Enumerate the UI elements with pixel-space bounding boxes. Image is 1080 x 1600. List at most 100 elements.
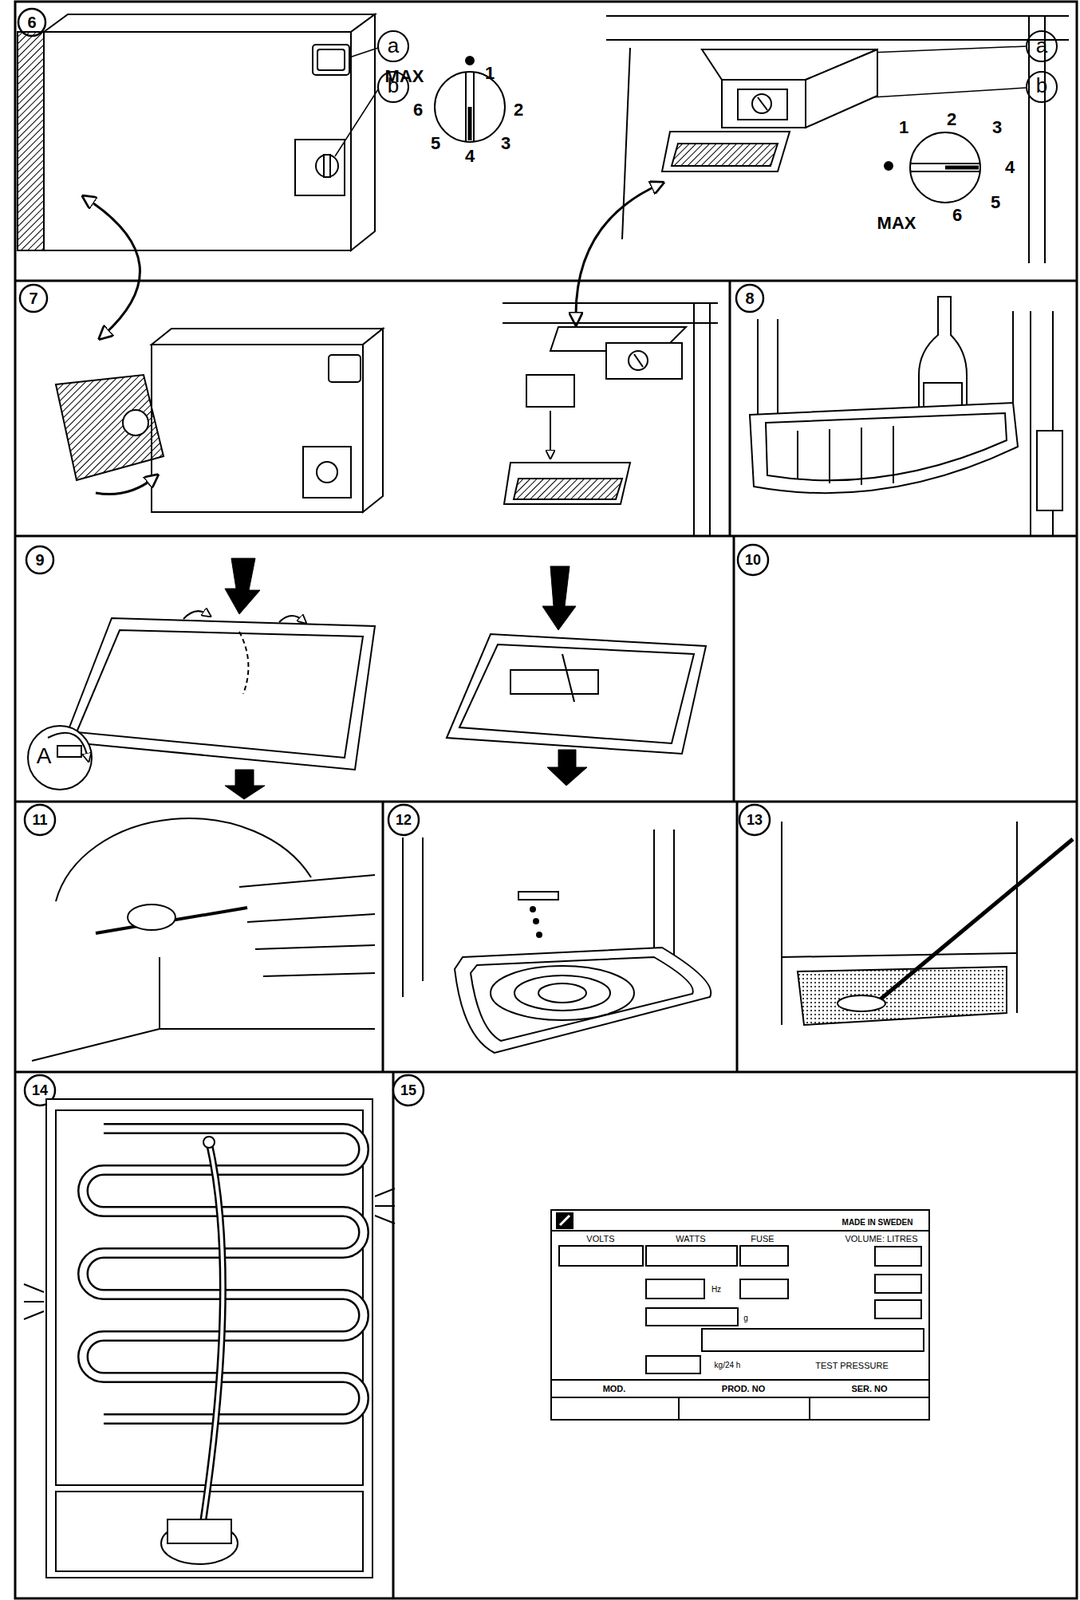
callout-letter: a xyxy=(1036,35,1048,56)
dial-marking: 5 xyxy=(430,134,441,153)
rating-plate xyxy=(646,1355,701,1374)
fridge-ceiling xyxy=(606,342,682,379)
panel-number-circle xyxy=(736,284,764,312)
door-shelf xyxy=(828,429,831,484)
fridge-ceiling xyxy=(502,302,718,304)
fridge-ceiling xyxy=(628,350,648,371)
leader-line xyxy=(869,46,1027,53)
door-shelf xyxy=(749,296,1063,537)
thermostat-dial xyxy=(434,56,981,203)
glass-shelf xyxy=(459,644,694,744)
cabinet-bottom xyxy=(781,953,1017,958)
panel-number-circle xyxy=(24,804,56,836)
glass-shelf xyxy=(47,733,88,758)
thermostat-housing xyxy=(43,31,351,251)
glass-shelf xyxy=(76,630,363,758)
condenser-coil xyxy=(55,1491,363,1572)
callout-circle xyxy=(1026,31,1057,62)
curved-arrow xyxy=(87,185,659,336)
door-shelf xyxy=(892,425,895,484)
thermostat-housing xyxy=(362,328,383,513)
glass-shelf xyxy=(510,670,599,694)
dial-marking: 6 xyxy=(413,101,423,119)
glass-shelf xyxy=(183,610,208,619)
panel-number: 8 xyxy=(744,290,754,307)
callout-circle xyxy=(378,31,409,62)
fridge-ceiling xyxy=(805,49,878,128)
thermostat-dial xyxy=(468,106,473,141)
fridge-ceiling xyxy=(757,97,768,111)
thermostat-housing xyxy=(323,154,331,178)
dial-marking: 3 xyxy=(500,134,511,153)
fridge-ceiling xyxy=(526,374,575,407)
rating-plate xyxy=(740,1245,789,1266)
fridge-ceiling xyxy=(662,131,790,172)
thermostat-dial xyxy=(472,72,475,142)
fridge-ceiling xyxy=(513,478,623,500)
drip-tray xyxy=(514,975,611,1011)
thermostat-housing xyxy=(312,44,350,75)
panel-number: 14 xyxy=(31,1083,48,1098)
panel-number-circle xyxy=(737,544,769,576)
condenser-coil xyxy=(46,1099,373,1578)
glass-shelf xyxy=(279,615,304,623)
glass-shelf xyxy=(27,610,706,790)
thermostat-dial xyxy=(465,72,467,142)
panel-frame xyxy=(392,1072,395,1599)
glass-shelf xyxy=(57,745,82,757)
fridge-ceiling xyxy=(671,143,778,166)
motion-arrow xyxy=(224,558,261,615)
rating-plate xyxy=(551,1210,930,1420)
dial-marking: 1 xyxy=(484,64,495,83)
drip-tray xyxy=(454,947,711,1053)
panel-frame xyxy=(736,801,739,1073)
thermostat-housing xyxy=(316,461,338,483)
panel-number: 11 xyxy=(31,812,48,828)
curved-arrow xyxy=(575,185,659,320)
dial-marking: 2 xyxy=(946,110,957,129)
callout-letter: b xyxy=(1036,74,1048,96)
plate-heading: FUSE xyxy=(750,1234,774,1244)
motion-arrow xyxy=(95,478,154,495)
drip-tray xyxy=(518,891,559,900)
thermostat-housing xyxy=(151,344,363,513)
rating-plate xyxy=(646,1279,705,1299)
condenser-coil xyxy=(167,1519,232,1544)
plate-unit: Hz xyxy=(711,1285,722,1294)
drip-tray xyxy=(530,906,536,912)
thermostat-dial xyxy=(910,162,980,165)
glass-shelf xyxy=(27,725,92,790)
rating-plate xyxy=(875,1274,922,1293)
door-shelf xyxy=(1036,430,1063,511)
fridge-ceiling xyxy=(1028,15,1030,264)
fridge-ceiling xyxy=(606,15,1069,17)
dial-marking: 1 xyxy=(898,118,909,137)
door-shelf xyxy=(765,413,1007,481)
rating-plate xyxy=(551,1379,930,1381)
panel-number-circle xyxy=(19,284,48,312)
detail-letter: A xyxy=(36,744,52,768)
drip-tray xyxy=(533,918,539,924)
thermostat-dial xyxy=(945,165,979,170)
thermostat-housing xyxy=(55,374,164,481)
panel-number: 13 xyxy=(746,812,763,828)
thermostat-housing xyxy=(317,49,345,71)
panel-number: 7 xyxy=(28,290,38,307)
leader-line xyxy=(335,89,379,157)
motion-arrow xyxy=(95,478,154,495)
panel-frame xyxy=(15,279,1077,283)
thermostat-dial xyxy=(910,170,980,173)
panel-frame xyxy=(15,1,1077,1599)
rating-plate xyxy=(740,1279,789,1299)
fridge-ceiling xyxy=(693,303,695,537)
condenser-coil xyxy=(55,1110,363,1486)
condenser-coil xyxy=(23,1311,44,1320)
rating-plate xyxy=(551,1210,930,1420)
dial-marking: 4 xyxy=(465,147,475,166)
dial-marking: MAX xyxy=(385,67,425,86)
callout-letter: a xyxy=(387,35,399,56)
thermostat-housing xyxy=(151,328,383,345)
shelf-rail xyxy=(263,973,375,977)
